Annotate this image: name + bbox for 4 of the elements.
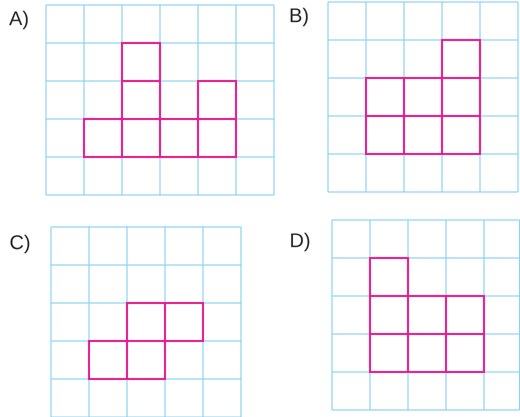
option-label: A) xyxy=(9,10,28,30)
option-label: C) xyxy=(10,234,30,254)
option-label: B) xyxy=(290,8,308,26)
option-label: D) xyxy=(291,232,310,252)
